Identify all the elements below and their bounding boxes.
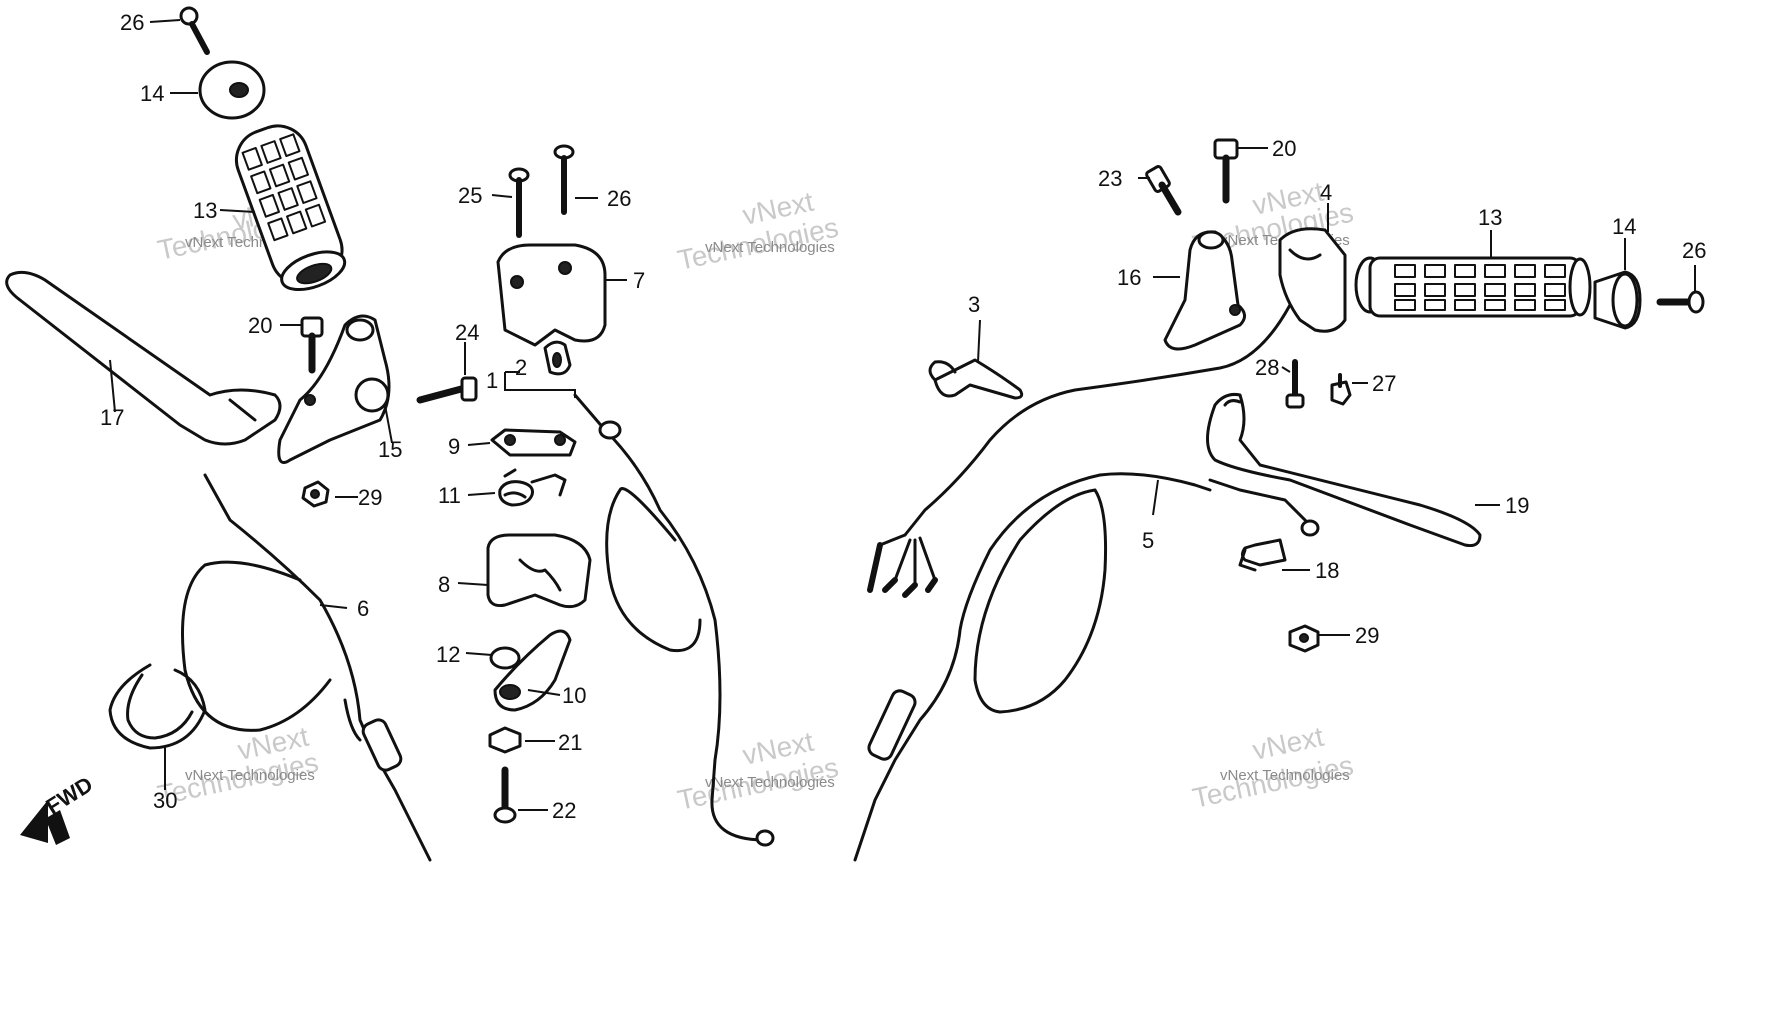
bolt-26-left (179, 6, 210, 55)
callout-19: 19 (1505, 493, 1529, 518)
grip-end-cap-14-right (1593, 270, 1642, 330)
switch-part-2 (543, 340, 572, 376)
right-side-parts (853, 138, 1705, 862)
clip-3 (928, 358, 1024, 400)
callout-15: 15 (378, 437, 402, 462)
callout-leaders (109, 19, 1696, 811)
callout-16: 16 (1117, 265, 1141, 290)
callout-29: 29 (1355, 623, 1379, 648)
lever-bracket-16 (1163, 230, 1246, 351)
throttle-cable (573, 393, 775, 847)
nut-12 (489, 646, 521, 670)
center-switch-parts (416, 144, 775, 847)
left-side-parts: FWD (5, 6, 432, 862)
switch-knob-10 (493, 629, 572, 712)
callout-26: 26 (607, 186, 631, 211)
bolt-26-right (1656, 290, 1705, 314)
grip-13-left (234, 124, 347, 292)
watermark-small: vNext Technologies (705, 239, 835, 256)
callout-30: 30 (153, 788, 177, 813)
clutch-lever-17 (5, 270, 282, 446)
callout-8: 8 (438, 572, 450, 597)
screw-22 (493, 766, 517, 824)
clip-9 (490, 428, 577, 457)
callout-18: 18 (1315, 558, 1339, 583)
callout-2: 2 (515, 355, 527, 380)
brake-cable-5 (853, 472, 1320, 862)
callout-numbers: 26 14 13 20 17 15 29 6 30 25 26 7 24 1 2… (100, 10, 1706, 823)
callout-11: 11 (438, 483, 461, 508)
screw-25 (508, 167, 530, 238)
callout-5: 5 (1142, 528, 1154, 553)
callout-26: 26 (1682, 238, 1706, 263)
callout-4: 4 (1320, 180, 1332, 205)
nut-29-left (301, 480, 330, 508)
callout-7: 7 (633, 268, 645, 293)
callout-29: 29 (358, 485, 382, 510)
callout-25: 25 (458, 183, 482, 208)
callout-21: 21 (558, 730, 582, 755)
spring-11 (498, 468, 567, 507)
bolt-28 (1285, 359, 1305, 409)
clip-18 (1238, 538, 1287, 572)
callout-17: 17 (100, 405, 124, 430)
callout-13: 13 (193, 198, 217, 223)
bolt-23 (1145, 165, 1182, 216)
grip-13-right (1354, 256, 1592, 318)
callout-13: 13 (1478, 205, 1502, 230)
fwd-label: FWD (41, 771, 97, 819)
callout-20: 20 (1272, 136, 1296, 161)
callout-20: 20 (248, 313, 272, 338)
callout-6: 6 (357, 596, 369, 621)
cable-band-30 (108, 663, 207, 750)
watermark-small: vNext Technologies (705, 774, 835, 791)
watermark-small: vNext Technologies (1220, 767, 1350, 784)
screw-24 (416, 376, 478, 404)
lever-bracket-15 (277, 314, 391, 464)
callout-9: 9 (448, 434, 460, 459)
callout-14: 14 (1612, 214, 1636, 239)
screw-26-center (553, 144, 575, 215)
bolt-20-right (1213, 138, 1239, 204)
switch-4 (1278, 227, 1347, 333)
grip-end-cap-14-left (198, 60, 266, 120)
callout-28: 28 (1255, 355, 1279, 380)
nut-21 (488, 726, 522, 754)
switch-housing-7 (496, 243, 607, 347)
switch-housing-8 (486, 533, 592, 609)
brake-lever-19 (1206, 393, 1482, 547)
callout-24: 24 (455, 320, 479, 345)
fwd-arrow: FWD (20, 771, 97, 845)
callout-26: 26 (120, 10, 144, 35)
callout-12: 12 (436, 642, 460, 667)
callout-23: 23 (1098, 166, 1122, 191)
callout-14: 14 (140, 81, 164, 106)
nut-29-right (1288, 624, 1320, 653)
callout-27: 27 (1372, 371, 1396, 396)
nut-27 (1330, 373, 1352, 406)
switch-wiring-harness (867, 303, 1292, 598)
callout-1: 1 (486, 368, 498, 393)
callout-3: 3 (968, 292, 980, 317)
callout-22: 22 (552, 798, 576, 823)
watermark-small: vNext Technologies (185, 767, 315, 784)
callout-10: 10 (562, 683, 586, 708)
clutch-cable-6 (181, 473, 432, 862)
bolt-20-left (300, 316, 324, 374)
